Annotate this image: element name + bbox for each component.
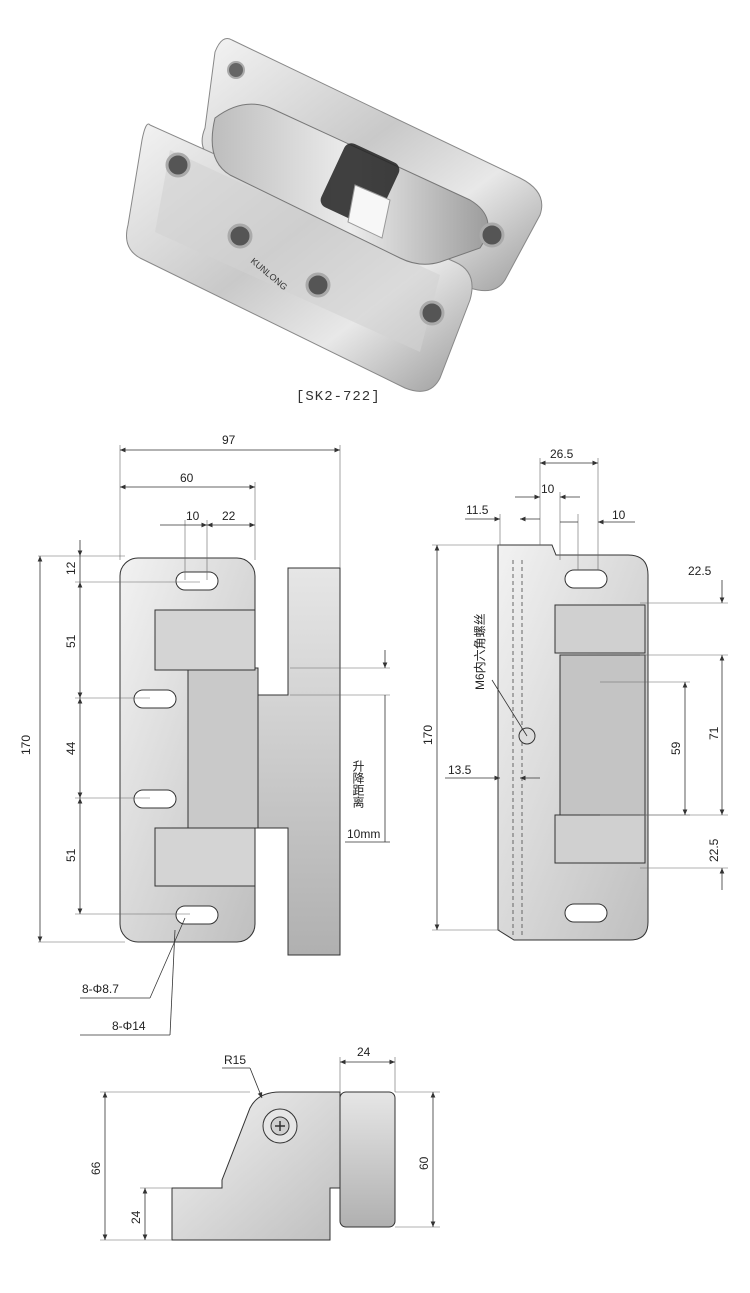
- dim-24-top: 24: [357, 1045, 371, 1059]
- mounting-slot: [133, 571, 219, 925]
- dim-12: 12: [64, 561, 78, 575]
- dim-60: 60: [180, 471, 194, 485]
- dim-22-5-bottom: 22.5: [707, 838, 721, 862]
- dim-10: 10: [186, 509, 200, 523]
- dim-10-a: 10: [541, 482, 555, 496]
- dim-59: 59: [669, 741, 683, 755]
- dim-71: 71: [707, 726, 721, 740]
- dim-44: 44: [64, 741, 78, 755]
- bottom-view: [171, 1091, 396, 1241]
- side-view: [497, 544, 649, 941]
- dim-22-5-top: 22.5: [688, 564, 712, 578]
- lift-value: 10mm: [347, 827, 380, 841]
- screw-icon: [165, 61, 505, 326]
- hole-small-callout: 8-Φ8.7: [82, 982, 119, 996]
- dim-13-5: 13.5: [448, 763, 472, 777]
- product-code-caption: [SK2-722]: [296, 389, 381, 405]
- front-view-dimensions: 97 60 10 22 170 12 51 44 51 升降距离 10: [19, 433, 390, 1036]
- dim-170-side: 170: [421, 725, 435, 745]
- bottom-view-dimensions: 24 R15 66 24 60: [89, 1045, 440, 1241]
- side-view-dimensions: 26.5 10 11.5 10 170 22.5 71 22.5 59 13: [421, 447, 728, 931]
- dim-97: 97: [222, 433, 236, 447]
- dim-51-top: 51: [64, 634, 78, 648]
- screw-note: M6内六角螺丝: [473, 613, 487, 690]
- dim-22: 22: [222, 509, 236, 523]
- dim-r15: R15: [224, 1053, 246, 1067]
- dim-24-left: 24: [129, 1210, 143, 1224]
- lift-label: 升降距离: [351, 760, 365, 809]
- hole-large-callout: 8-Φ14: [112, 1019, 146, 1033]
- dim-11-5: 11.5: [466, 503, 489, 517]
- dim-10-b: 10: [612, 508, 626, 522]
- dim-170: 170: [19, 735, 33, 755]
- front-view: [119, 557, 341, 956]
- product-photo: KUNLONG: [126, 38, 543, 392]
- dim-66: 66: [89, 1161, 103, 1175]
- dim-51-bottom: 51: [64, 848, 78, 862]
- dim-60-bottom: 60: [417, 1156, 431, 1170]
- dim-26-5: 26.5: [550, 447, 574, 461]
